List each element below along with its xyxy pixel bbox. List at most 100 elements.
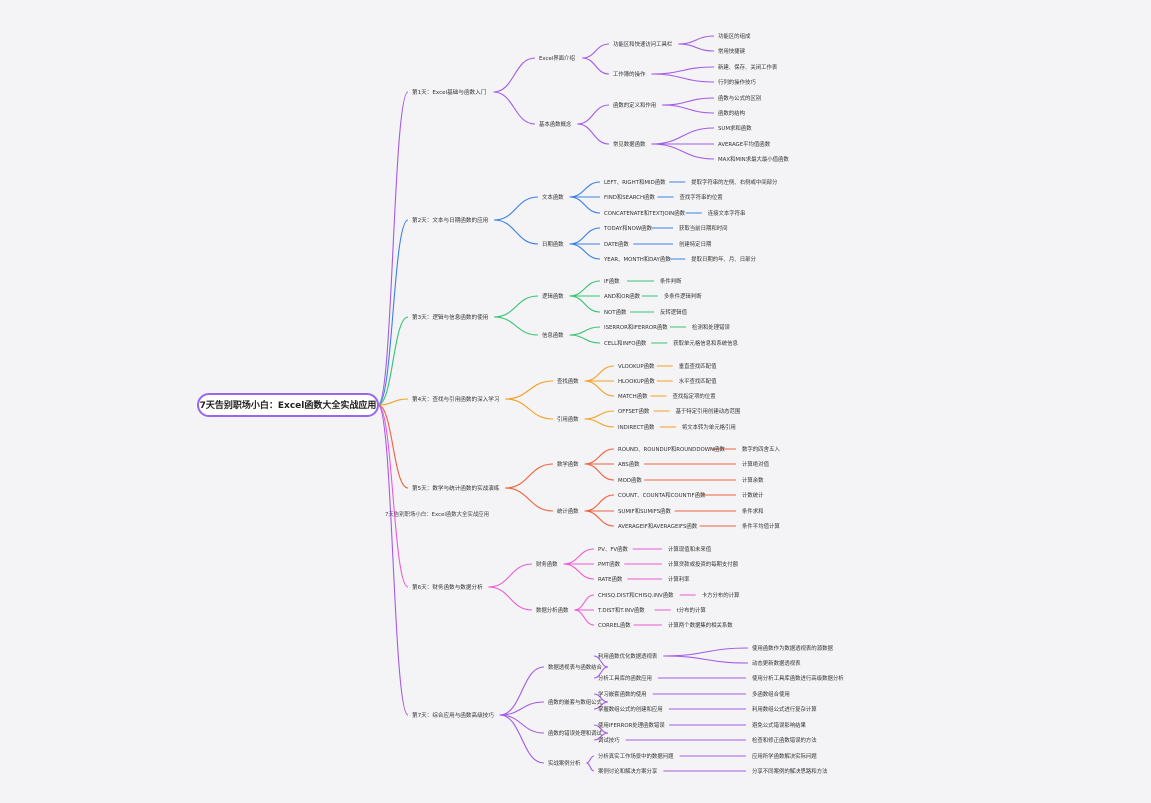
description-node[interactable]: 提取字符串的左侧、右侧或中间部分 [691,178,778,186]
day-node[interactable]: 第5天：数学与统计函数的实战演练 [412,484,500,492]
function-node[interactable]: VLOOKUP函数 [618,362,655,370]
description-node[interactable]: 函数的结构 [718,109,746,117]
description-node[interactable]: 获取当前日期和时间 [679,224,728,232]
category-node[interactable]: 信息函数 [542,331,564,339]
category-node[interactable]: 数学函数 [557,460,579,468]
category-node[interactable]: 数据透视表与函数结合 [548,663,603,671]
description-node[interactable]: 计算贷款或投资的每期支付额 [668,560,739,568]
function-node[interactable]: ISERROR和IFERROR函数 [604,323,668,331]
description-node[interactable]: 计算绝对值 [742,460,770,468]
function-node[interactable]: DATE函数 [604,240,629,248]
category-node[interactable]: 数据分析函数 [536,606,569,614]
function-node[interactable]: CHISQ.DIST和CHISQ.INV函数 [598,591,674,599]
function-node[interactable]: ROUND、ROUNDUP和ROUNDDOWN函数 [618,445,725,453]
function-node[interactable]: 功能区和快速访问工具栏 [613,40,673,48]
description-node[interactable]: 条件求和 [742,507,764,515]
description-node[interactable]: 条件平均值计算 [742,522,780,530]
description-node[interactable]: 动态更新数据透视表 [752,659,801,667]
description-node[interactable]: 计算现值和未来值 [668,545,712,553]
category-node[interactable]: 财务函数 [536,560,558,568]
root-node-box[interactable] [197,393,379,417]
function-node[interactable]: OFFSET函数 [618,407,650,415]
category-node[interactable]: 引用函数 [557,415,579,423]
function-node[interactable]: 学习嵌套函数的使用 [598,690,647,698]
function-node[interactable]: 工作簿的操作 [613,70,646,78]
function-node[interactable]: AVERAGEIF和AVERAGEIFS函数 [618,522,698,530]
description-node[interactable]: 多函数组合使用 [752,690,790,698]
description-node[interactable]: 常用快捷键 [718,47,746,55]
description-node[interactable]: SUM求和函数 [718,124,752,132]
description-node[interactable]: 计算两个数据集的相关系数 [668,621,733,629]
function-node[interactable]: MATCH函数 [618,392,648,400]
description-node[interactable]: 将文本转为单元格引用 [682,423,736,431]
function-node[interactable]: COUNT、COUNTA和COUNTIF函数 [618,491,706,499]
function-node[interactable]: LEFT、RIGHT和MID函数 [604,178,666,186]
category-node[interactable]: 日期函数 [542,240,564,248]
description-node[interactable]: 应用所学函数解决实际问题 [752,752,817,760]
category-node[interactable]: 实战案例分析 [548,759,581,767]
description-node[interactable]: 避免公式错误影响结果 [752,721,807,729]
description-node[interactable]: 检测和处理错误 [692,323,730,331]
description-node[interactable]: AVERAGE平均值函数 [718,140,771,148]
description-node[interactable]: MAX和MIN求最大最小值函数 [718,155,789,163]
function-node[interactable]: 掌握数组公式的创建和应用 [598,705,663,713]
category-node[interactable]: 文本函数 [542,193,564,201]
category-node[interactable]: 基本函数概念 [539,120,572,128]
day-node[interactable]: 第7天：综合应用与函数高级技巧 [412,711,494,719]
description-node[interactable]: 行列的操作技巧 [718,78,756,86]
description-node[interactable]: 分享不同案例的解决思路和方法 [752,767,828,775]
category-node[interactable]: Excel界面介绍 [539,54,575,62]
function-node[interactable]: ABS函数 [618,460,640,468]
category-node[interactable]: 函数的嵌套与数组公式 [548,698,603,706]
description-node[interactable]: 使用函数作为数据透视表的源数据 [752,644,833,652]
description-node[interactable]: 函数与公式的区别 [718,94,761,102]
function-node[interactable]: 利用函数优化数据透视表 [598,652,658,660]
function-node[interactable]: CONCATENATE和TEXTJOIN函数 [604,209,686,217]
description-node[interactable]: 使用分析工具库函数进行高级数据分析 [752,674,844,682]
function-node[interactable]: FIND和SEARCH函数 [604,193,655,201]
function-node[interactable]: TODAY和NOW函数 [603,224,653,232]
description-node[interactable]: 反转逻辑值 [660,308,688,316]
day-node[interactable]: 第3天：逻辑与信息函数的使用 [412,313,488,321]
description-node[interactable]: 垂直查找匹配值 [679,362,717,370]
function-node[interactable]: AND和OR函数 [604,292,641,300]
function-node[interactable]: RATE函数 [598,575,623,583]
function-node[interactable]: 分析工具库的函数应用 [598,674,652,682]
description-node[interactable]: t分布的计算 [677,606,707,614]
description-node[interactable]: 计算余数 [742,476,764,484]
description-node[interactable]: 检查和修正函数错误的方法 [752,736,817,744]
function-node[interactable]: 函数的定义和作用 [613,101,656,109]
function-node[interactable]: IF函数 [604,277,620,285]
description-node[interactable]: 条件判断 [660,277,682,285]
day-node[interactable]: 第4天：查找与引用函数的深入学习 [412,395,499,403]
function-node[interactable]: PMT函数 [598,560,621,568]
function-node[interactable]: CELL和INFO函数 [604,339,647,347]
function-node[interactable]: HLOOKUP函数 [618,377,655,385]
day-node[interactable]: 第2天：文本与日期函数的应用 [412,216,488,224]
category-node[interactable]: 逻辑函数 [542,292,564,300]
description-node[interactable]: 计数统计 [742,491,764,499]
root-node[interactable]: 7天告别职场小白：Excel函数大全实战应用 [197,393,379,417]
description-node[interactable]: 卡方分布的计算 [702,591,740,599]
category-node[interactable]: 查找函数 [557,377,579,385]
description-node[interactable]: 利用数组公式进行复杂计算 [752,705,817,713]
description-node[interactable]: 查找指定项的位置 [672,392,716,400]
function-node[interactable]: PV、FV函数 [598,545,629,553]
function-node[interactable]: 调试技巧 [598,736,620,744]
category-node[interactable]: 统计函数 [557,507,579,515]
function-node[interactable]: T.DIST和T.INV函数 [597,606,645,614]
description-node[interactable]: 数字的四舍五入 [742,445,780,453]
function-node[interactable]: CORREL函数 [598,621,631,629]
description-node[interactable]: 连接文本字符串 [708,209,746,217]
description-node[interactable]: 功能区的组成 [718,32,751,40]
function-node[interactable]: 常见数据函数 [613,140,646,148]
description-node[interactable]: 基于特定引用创建动态范围 [676,407,741,415]
description-node[interactable]: 水平查找匹配值 [679,377,717,385]
function-node[interactable]: 使用IFERROR处理函数错误 [598,721,665,729]
description-node[interactable]: 计算利率 [668,575,690,583]
description-node[interactable]: 获取单元格信息和系统信息 [673,339,738,347]
day-node[interactable]: 第1天：Excel基础与函数入门 [412,88,487,96]
category-node[interactable]: 函数的错误处理和调试 [548,729,603,737]
function-node[interactable]: NOT函数 [604,308,627,316]
description-node[interactable]: 查找字符串的位置 [680,193,724,201]
